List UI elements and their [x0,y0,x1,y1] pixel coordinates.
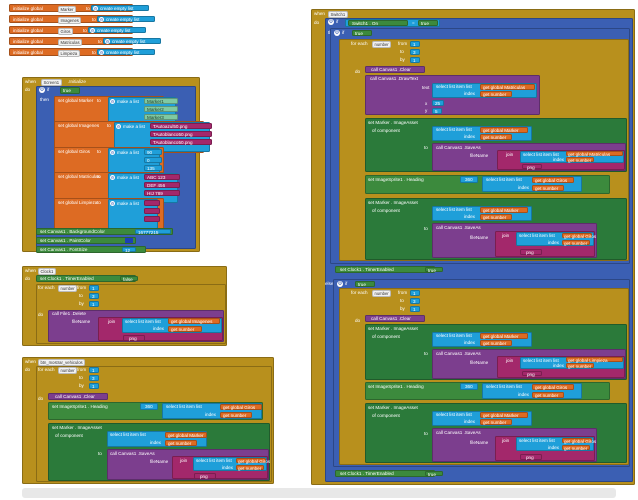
initialize-label: .Initialize [68,79,86,84]
set-canvas-paint[interactable]: set Canvas1 . PaintColor [36,237,136,244]
list-item[interactable] [144,200,160,206]
list-item[interactable]: Marker1 [144,98,178,104]
set-canvas-bg[interactable]: set Canvas1 . BackgroundColor [36,228,173,235]
list-item[interactable] [144,208,160,214]
global-init-marker[interactable]: initialize global Marker to [9,4,133,13]
global-name-field[interactable]: Limpieza [58,50,80,57]
gear-icon[interactable]: ⚙ [337,281,343,287]
then-label: then [40,97,49,102]
list-item[interactable]: TAutoblanco50.png [150,139,212,145]
paint-color-swatch[interactable] [125,238,133,243]
list-item[interactable]: TAutoazul50.png [150,123,212,129]
set-timer-enabled[interactable]: set Clock1 . TimerEnabled [335,266,435,273]
number-variable[interactable]: number [372,290,392,297]
for-each-label: for each [38,285,55,290]
list-item[interactable]: 90 [144,149,162,155]
global-name-field[interactable]: Marker [58,6,77,13]
from-number[interactable]: 1 [89,285,99,291]
by-number[interactable]: 1 [89,301,99,307]
create-empty-list[interactable]: ⚙create empty list [91,5,149,11]
get-number[interactable]: get number [168,326,202,332]
horizontal-scrollbar[interactable] [22,488,616,498]
global-init-giros[interactable]: initialize global Giros to [9,26,133,35]
list-item[interactable]: 0 [144,157,162,163]
number-variable[interactable]: number [372,41,392,48]
do-label: do [25,87,31,92]
global-init-imagenes[interactable]: initialize global Imagenes to [9,15,133,24]
set-canvas-font[interactable]: set Canvas1 . FontSize [36,246,146,253]
else-label: else [325,281,334,286]
list-item[interactable]: TAutoblanco50.png [150,131,212,137]
create-empty-list[interactable]: ⚙create empty list [97,16,155,22]
when-label: when [25,268,36,273]
list-item[interactable]: Marker3 [144,114,178,120]
screen1-dropdown[interactable]: Screen1 [41,79,62,86]
list-item[interactable]: Marker2 [144,106,178,112]
bg-number[interactable]: 16777215 [135,229,171,235]
switch-on-getter[interactable]: Switch1 . On [348,20,408,26]
global-name-field[interactable]: Imagenes [58,17,82,24]
create-empty-list[interactable]: ⚙create empty list [88,27,146,33]
set-timer-enabled-2[interactable]: set Clock1 . TimerEnabled [335,470,435,477]
when-label: when [25,79,36,84]
global-name-field[interactable]: Giros [58,28,74,35]
global-name-field[interactable]: Matriculas [58,39,83,46]
if-label: if [47,87,50,92]
create-empty-list[interactable]: ⚙create empty list [103,38,161,44]
btn-mostrar-dropdown[interactable]: btn_mostrar_vehiculos [38,359,86,366]
do-label: do [25,276,31,281]
number-variable[interactable]: number [58,285,78,292]
list-item[interactable]: ABC 123 [144,174,180,180]
list-item[interactable] [144,216,160,222]
create-empty-list[interactable]: ⚙create empty list [97,49,155,55]
list-item[interactable]: 135 [144,165,162,171]
list-item[interactable]: DEF 456 [144,182,180,188]
clock1-dropdown[interactable]: Clock1 [38,268,56,275]
false-block[interactable]: false [120,276,138,282]
png-text[interactable]: png [123,335,145,341]
to-number[interactable]: 3 [89,293,99,299]
switch1-dropdown[interactable]: Switch1 [328,11,348,18]
true-block[interactable]: true [60,87,80,94]
number-variable[interactable]: number [58,367,78,374]
font-number[interactable]: 12 [122,247,136,253]
canvas-clear[interactable]: call Canvas1 .Clear [48,393,108,400]
get-global-imagenes[interactable]: get global Imagenes [168,318,220,324]
list-item[interactable]: HIJ 789 [144,190,180,196]
gear-icon[interactable]: ⚙ [328,19,334,25]
gear-icon[interactable]: ⚙ [39,87,45,93]
gear-icon[interactable]: ⚙ [334,30,340,36]
